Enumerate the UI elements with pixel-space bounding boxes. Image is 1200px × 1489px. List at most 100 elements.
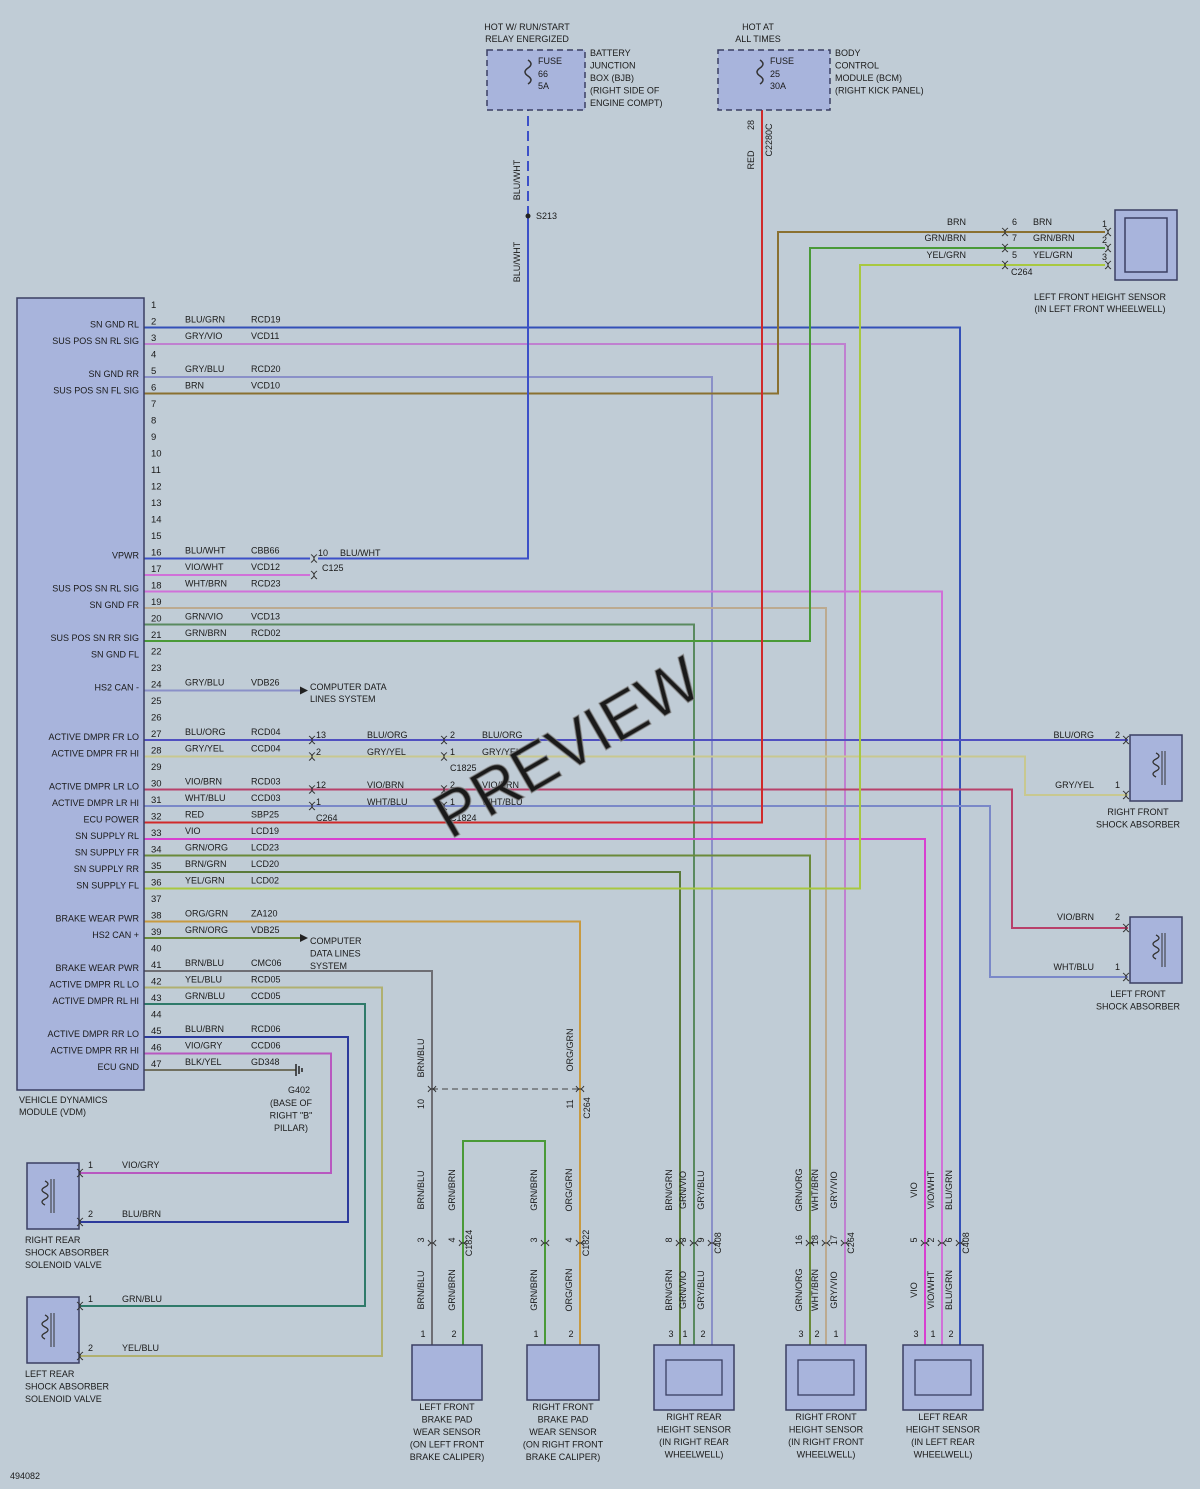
vdm-pin-number: 39 — [151, 927, 162, 938]
bottom-sensor-5-sensor-pin: 3 — [913, 1329, 918, 1339]
wire-pin33 — [144, 838, 926, 1240]
lfh-in-pin: 7 — [1012, 233, 1017, 243]
fuse2-amperage: 30A — [770, 81, 786, 91]
bottom-sensor-5-inner — [914, 1359, 972, 1396]
wire-pin20 — [144, 623, 695, 1240]
lr-solenoid-name: SHOCK ABSORBER — [25, 1382, 110, 1392]
bottom-sensor-1-connector-pin: 4 — [447, 1237, 457, 1242]
vdm-wire-color: GRY/VIO — [185, 331, 222, 341]
vdm-pin-function: SN GND RR — [88, 369, 139, 379]
vdm-circuit-id: VCD10 — [251, 381, 280, 391]
vdm-circuit-id: CMC06 — [251, 958, 282, 968]
bcm-connector: C2280C — [764, 123, 774, 157]
vdm-pin-function: SN SUPPLY FR — [75, 848, 140, 858]
splice-s213 — [525, 213, 531, 219]
vdm-pin-number: 3 — [151, 333, 156, 344]
bottom-sensor-5-wire-lower-color: VIO/WHT — [926, 1270, 936, 1309]
bottom-sensor-1-connector-name: C1824 — [464, 1230, 474, 1257]
bottom-sensor-5-name: WHEELWELL) — [914, 1450, 973, 1460]
c264-mid-color: VIO/BRN — [367, 780, 404, 790]
lfh-out-pin: 3 — [1102, 252, 1107, 262]
bottom-sensor-3-name: RIGHT REAR — [666, 1412, 722, 1422]
vdm-wire-color: BLU/ORG — [185, 727, 226, 737]
vdm-circuit-id: VCD13 — [251, 612, 280, 622]
wire-pin43 — [80, 1003, 366, 1307]
lf-shock-name: SHOCK ABSORBER — [1096, 1002, 1181, 1012]
bottom-sensor-4-connector-pin: 16 — [794, 1235, 804, 1245]
bottom-sensor-2-connector-mark — [575, 1239, 585, 1247]
fuse2-desc: MODULE (BCM) — [835, 73, 902, 83]
c264-mark-a — [308, 785, 316, 794]
vdm-wire-color: YEL/GRN — [185, 876, 225, 886]
c1825-in-pin: 13 — [316, 730, 326, 740]
vdm-wire-color: VIO/GRY — [185, 1041, 222, 1051]
vdm-pin-number: 32 — [151, 812, 162, 823]
bottom-sensor-2-name: BRAKE CALIPER) — [526, 1452, 601, 1462]
vdm-pin-number: 46 — [151, 1043, 162, 1054]
bottom-sensor-4-connector-mark — [840, 1239, 850, 1247]
rf-shock-name: SHOCK ABSORBER — [1096, 820, 1181, 830]
vdm-circuit-id: VCD12 — [251, 562, 280, 572]
bottom-sensor-4-wire-upper-color: WHT/BRN — [810, 1169, 820, 1211]
vdm-pin-function: SUS POS SN RL SIG — [52, 336, 139, 346]
bottom-sensor-2-connector-pin: 3 — [529, 1237, 539, 1242]
bottom-sensor-3-connector-pin: 8 — [664, 1237, 674, 1242]
bottom-sensor-5-name: LEFT REAR — [918, 1412, 968, 1422]
bottom-sensor-3-body — [653, 1344, 735, 1411]
bottom-sensor-3-wire-lower-color: BRN/GRN — [664, 1269, 674, 1311]
bottom-sensor-2-name: BRAKE PAD — [538, 1415, 589, 1425]
bottom-sensor-3-connector-mark — [707, 1239, 717, 1247]
bottom-sensor-3-inner — [665, 1359, 723, 1396]
vdm-wire-color: GRN/ORG — [185, 925, 228, 935]
c264-mid-out-pin: 1 — [450, 797, 455, 807]
bottom-sensor-4-connector-mark — [821, 1239, 831, 1247]
vdm-circuit-id: GD348 — [251, 1057, 280, 1067]
vdm-circuit-id: LCD02 — [251, 876, 279, 886]
bottom-sensor-3-name: HEIGHT SENSOR — [657, 1425, 732, 1435]
fuse2-desc: BODY — [835, 48, 861, 58]
vdm-pin-number: 5 — [151, 366, 156, 377]
bcm-wire-color: RED — [746, 150, 756, 170]
rr-solenoid-name: SOLENOID VALVE — [25, 1260, 102, 1270]
splice-name: S213 — [536, 211, 557, 221]
vdm-pin-function: ECU GND — [97, 1062, 139, 1072]
vdm-wire-color: BRN/GRN — [185, 859, 227, 869]
vdm-pin-function: SUS POS SN RR SIG — [50, 633, 139, 643]
bottom-sensor-5-wire-lower-color: BLU/GRN — [944, 1270, 954, 1310]
wire-pin34 — [144, 854, 811, 1240]
shock-connector-mark — [1122, 923, 1130, 933]
wire-c125-up — [318, 216, 529, 560]
c264-mark-b — [440, 785, 448, 794]
bottom-sensor-3-wire-upper-color: BRN/GRN — [664, 1169, 674, 1211]
bottom-sensor-5-connector-pin: 2 — [926, 1237, 936, 1242]
c1824-mid-name: C1824 — [450, 813, 477, 823]
vdm-circuit-id: RCD06 — [251, 1024, 281, 1034]
bottom-sensor-3-connector-mark — [689, 1239, 699, 1247]
vdm-pin-number: 1 — [151, 300, 156, 311]
lf-shock-body — [1129, 916, 1183, 984]
vdm-circuit-id: LCD23 — [251, 843, 279, 853]
vdm-circuit-id: CCD05 — [251, 991, 281, 1001]
c1825-mark-a — [308, 735, 316, 745]
vdm-pin-number: 38 — [151, 911, 162, 922]
vdm-circuit-id: LCD20 — [251, 859, 279, 869]
rf-shock-pin: 1 — [1115, 780, 1120, 790]
vdm-pin-function: ACTIVE DMPR RL HI — [52, 996, 139, 1006]
bottom-sensor-3-sensor-pin: 2 — [700, 1329, 705, 1339]
splice-wire-lower: BLU/WHT — [512, 241, 522, 282]
bottom-sensor-1-name: BRAKE CALIPER) — [410, 1452, 485, 1462]
bottom-sensor-3-wire-lower-color: GRY/BLU — [696, 1270, 706, 1309]
fuse1-header: HOT W/ RUN/START — [484, 22, 570, 32]
vdm-wire-color: GRY/BLU — [185, 678, 224, 688]
fuse1-number: 66 — [538, 69, 548, 79]
rr-solenoid-wire-color: VIO/GRY — [122, 1160, 159, 1170]
ground-symbol — [295, 1064, 303, 1076]
bottom-sensor-2-body — [526, 1344, 600, 1401]
bottom-sensor-4-name: WHEELWELL) — [797, 1450, 856, 1460]
vdm-circuit-id: CBB66 — [251, 546, 280, 556]
vdm-pin-number: 37 — [151, 894, 162, 905]
bottom-sensor-5-name: HEIGHT SENSOR — [906, 1425, 981, 1435]
vdm-pin-number: 10 — [151, 449, 162, 460]
lfh-sensor-mark — [1104, 260, 1112, 270]
c1825-out-pin: 2 — [450, 730, 455, 740]
